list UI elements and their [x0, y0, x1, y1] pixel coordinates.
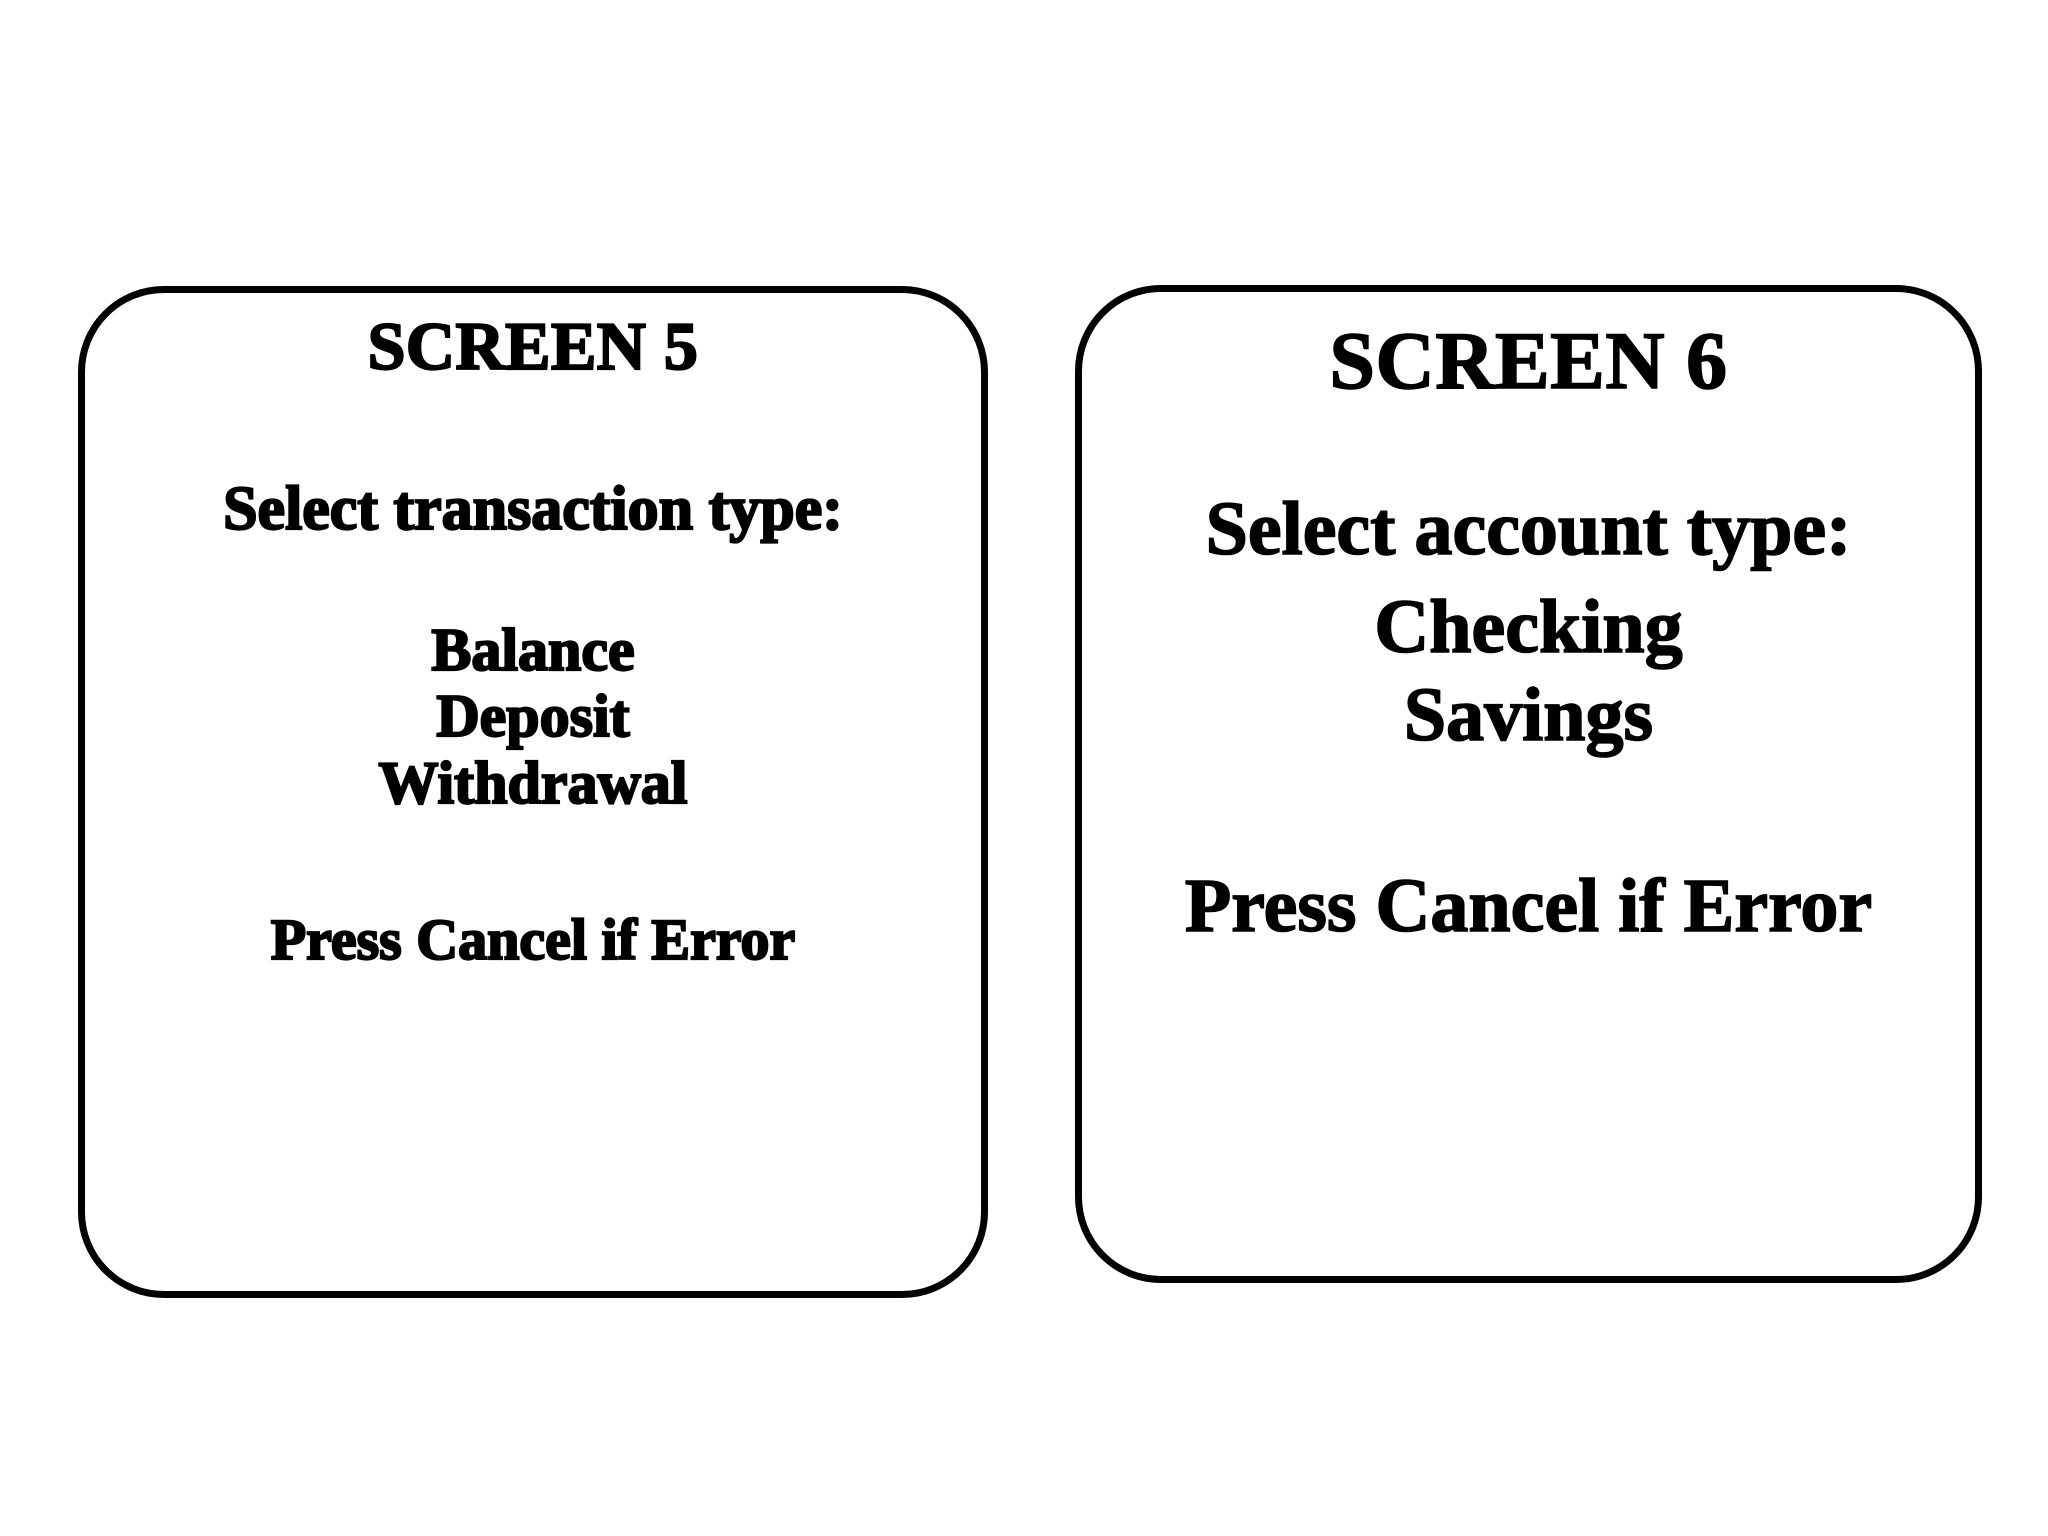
option-item-withdrawal[interactable]: Withdrawal	[377, 749, 688, 816]
option-item-deposit[interactable]: Deposit	[435, 683, 631, 750]
screen-footer-screen-5: Press Cancel if Error	[270, 906, 797, 973]
screen-card-screen-5[interactable]: SCREEN 5 Select transaction type: Balanc…	[78, 286, 988, 1298]
screen-footer-screen-6: Press Cancel if Error	[1184, 864, 1873, 950]
screen-card-screen-6[interactable]: SCREEN 6 Select account type: Checking S…	[1075, 285, 1982, 1283]
option-item-checking[interactable]: Checking	[1374, 584, 1684, 670]
screen-title-screen-6: SCREEN 6	[1329, 314, 1728, 407]
option-list-screen-5: Balance Deposit Withdrawal	[377, 617, 688, 816]
option-item-balance[interactable]: Balance	[430, 617, 636, 683]
screen-title-screen-5: SCREEN 5	[366, 307, 699, 385]
screen-prompt-screen-6: Select account type:	[1205, 486, 1852, 572]
option-list-screen-6: Checking Savings	[1374, 583, 1684, 759]
option-item-savings[interactable]: Savings	[1403, 672, 1654, 758]
screen-prompt-screen-5: Select transaction type:	[222, 474, 844, 544]
